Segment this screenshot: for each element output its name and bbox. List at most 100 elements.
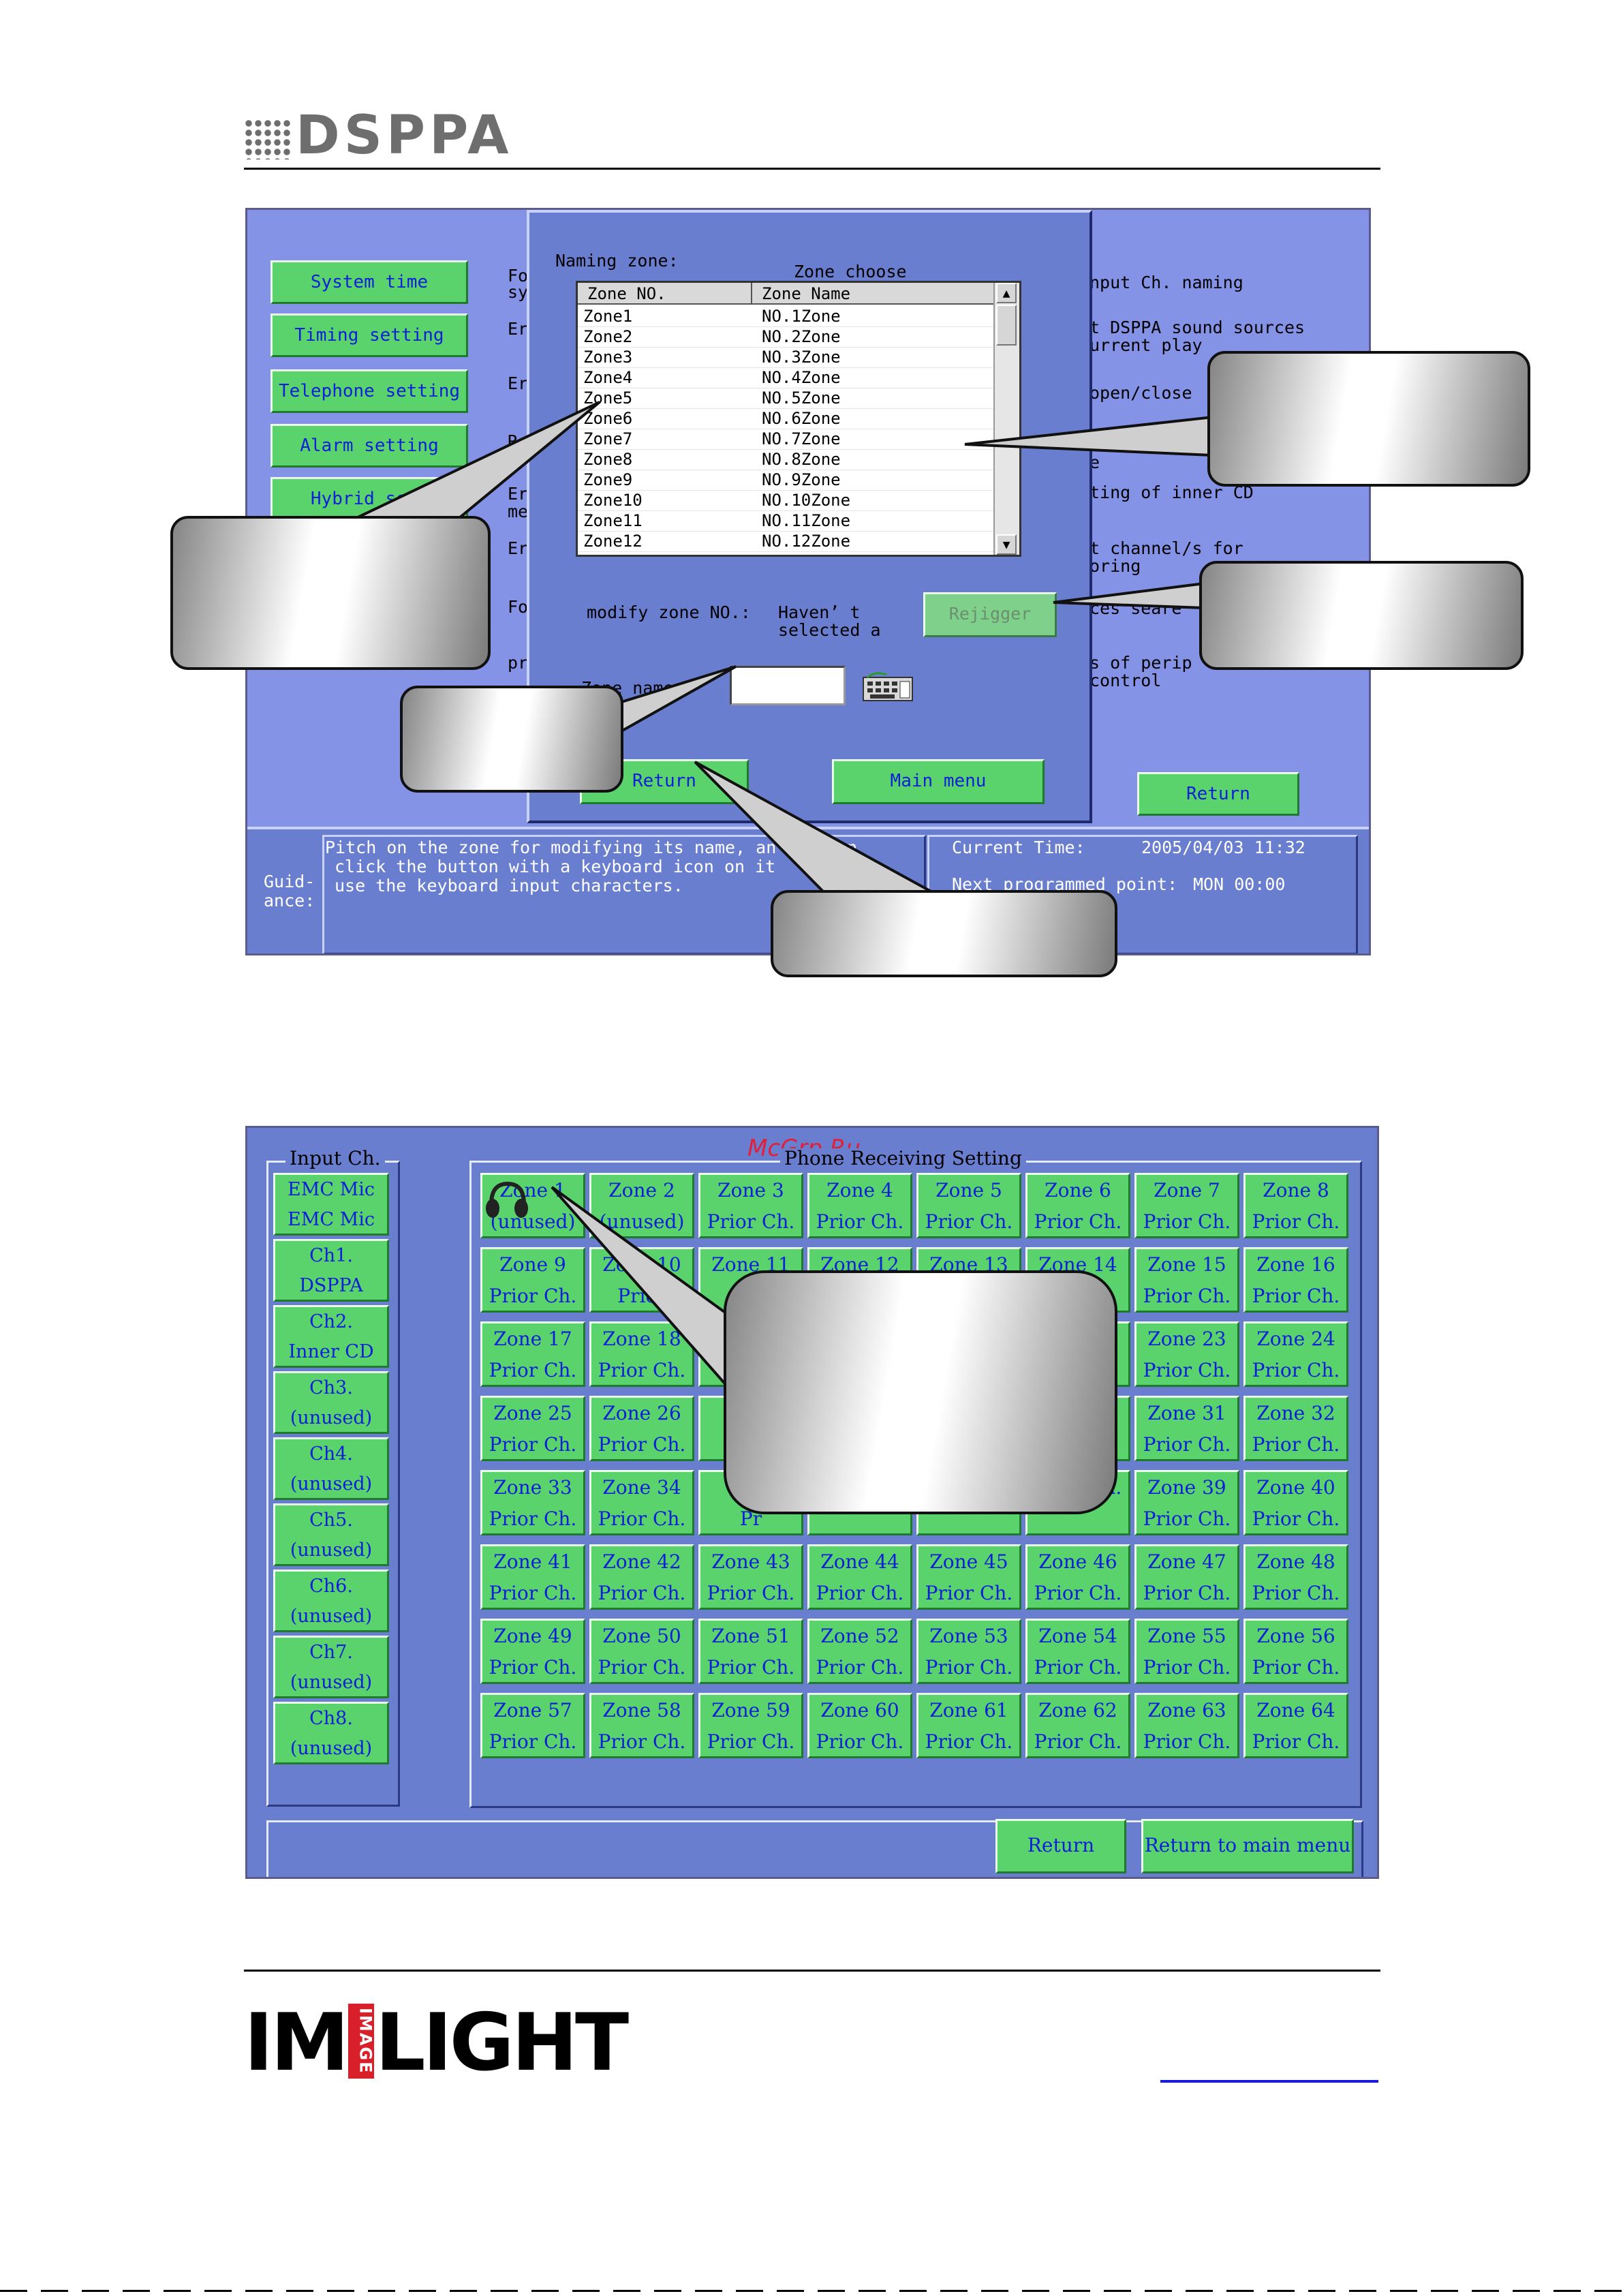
input-channel-button[interactable]: Ch6.(unused) xyxy=(273,1570,389,1632)
scroll-up-icon[interactable]: ▲ xyxy=(996,283,1017,303)
input-channel-source: (unused) xyxy=(290,1407,373,1428)
zone-button[interactable]: Zone 2(unused) xyxy=(589,1173,694,1238)
input-channel-button[interactable]: Ch5.(unused) xyxy=(273,1503,389,1566)
zone-button-name: Zone 56 xyxy=(1256,1625,1335,1647)
return-button[interactable]: Return xyxy=(1137,772,1299,816)
scroll-thumb[interactable] xyxy=(996,305,1017,346)
scroll-down-icon[interactable]: ▼ xyxy=(996,534,1017,555)
return-button-2[interactable]: Return xyxy=(995,1819,1126,1873)
menu-button-3[interactable]: Telephone setting xyxy=(270,369,468,413)
callout-rejigger xyxy=(1199,561,1524,670)
menu-button-2[interactable]: Timing setting xyxy=(270,313,468,357)
callout-select-zone xyxy=(170,516,491,670)
bg-left-text: Er xyxy=(508,538,529,558)
keyboard-icon[interactable] xyxy=(862,669,914,702)
main-menu-button[interactable]: Main menu xyxy=(832,759,1045,804)
input-channel-button[interactable]: Ch3.(unused) xyxy=(273,1371,389,1434)
input-channel-button[interactable]: Ch7.(unused) xyxy=(273,1636,389,1698)
list-scrollbar[interactable]: ▲ ▼ xyxy=(993,283,1019,555)
input-channel-source: Inner CD xyxy=(288,1341,374,1362)
input-channel-button[interactable]: Ch2.Inner CD xyxy=(273,1305,389,1368)
input-channel-button[interactable]: Ch4.(unused) xyxy=(273,1437,389,1500)
col-header-zone-name[interactable]: Zone Name xyxy=(752,283,999,305)
footer-link-underline[interactable] xyxy=(1160,2080,1378,2083)
zone-name-cell: NO.1Zone xyxy=(762,307,841,326)
zone-button-source: Prior Ch. xyxy=(1252,1285,1340,1307)
zone-name-input[interactable] xyxy=(730,666,846,705)
headphone-icon xyxy=(486,1181,528,1218)
menu-button-1[interactable]: System time xyxy=(270,260,468,304)
input-channel-button[interactable]: Ch1.DSPPA xyxy=(273,1239,389,1302)
input-channel-button[interactable]: Ch8.(unused) xyxy=(273,1702,389,1764)
col-header-zone-no[interactable]: Zone NO. xyxy=(578,283,752,305)
rejigger-button[interactable]: Rejigger xyxy=(923,592,1057,637)
input-channel-source: (unused) xyxy=(290,1473,373,1495)
zone-button-source: Prior Ch. xyxy=(1143,1730,1231,1753)
menu-button-4[interactable]: Alarm setting xyxy=(270,424,468,468)
zone-button-name: Zone 4 xyxy=(826,1179,893,1201)
return-main-menu-button[interactable]: Return to main menu xyxy=(1141,1819,1354,1873)
menu-button-5[interactable]: Hybrid sett xyxy=(270,477,468,521)
